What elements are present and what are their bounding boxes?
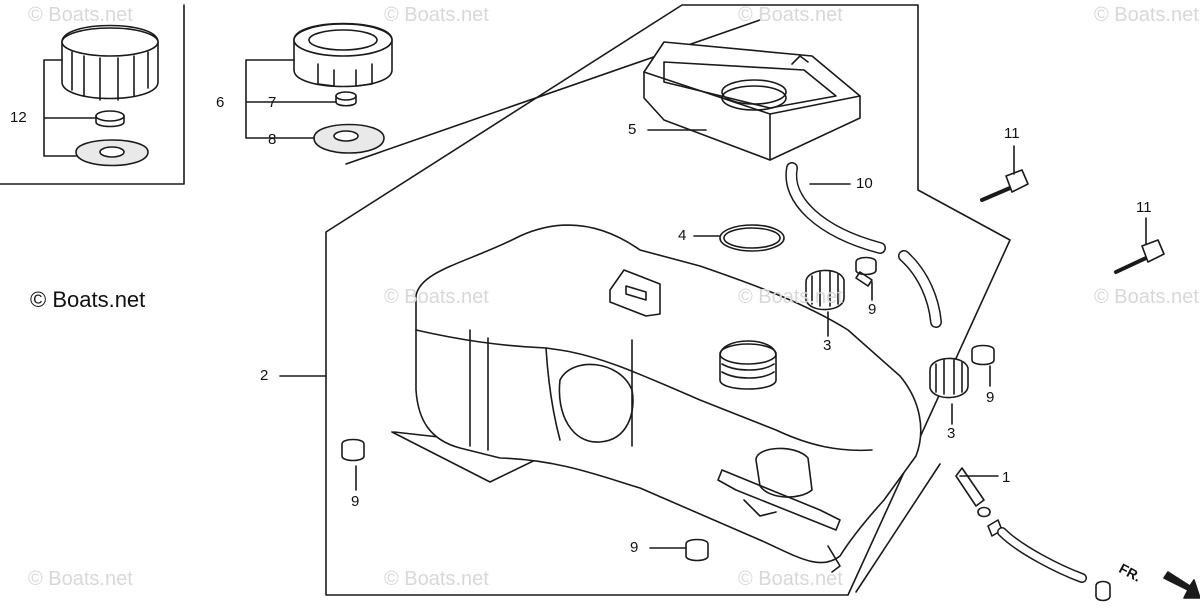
watermark: © Boats.net	[738, 286, 843, 308]
watermark: © Boats.net	[1094, 286, 1199, 308]
watermark: © Boats.net	[28, 4, 133, 26]
part-9-bolt-c	[341, 438, 365, 462]
callout-11-a: 11	[1004, 125, 1020, 142]
callout-2: 2	[260, 367, 269, 384]
assembly-boundary	[325, 4, 1011, 596]
part-3-grommet-a	[805, 269, 845, 311]
part-12-fuel-cap	[61, 24, 159, 101]
callout-9-c: 9	[351, 493, 360, 510]
part-11-bolt-a	[980, 169, 1029, 202]
watermark: © Boats.net	[738, 4, 843, 26]
part-2-fuel-tank	[415, 224, 922, 573]
callout-9-d: 9	[630, 539, 639, 556]
assembly-boundary-right	[855, 463, 941, 593]
fuel-line	[997, 527, 1111, 602]
callout-9-b: 9	[986, 389, 995, 406]
callout-3-a: 3	[823, 337, 832, 354]
callout-1: 1	[1002, 469, 1011, 486]
part-7-plug	[335, 91, 357, 107]
front-direction-arrow-icon	[1163, 571, 1200, 599]
part-12-gasket	[75, 139, 149, 167]
part-5-tank-cover	[643, 41, 861, 161]
callout-7: 7	[268, 94, 277, 111]
watermark: © Boats.net	[384, 286, 489, 308]
callout-5: 5	[628, 121, 637, 138]
copyright-notice: © Boats.net	[30, 287, 146, 312]
part-9-bolt-d	[685, 538, 709, 562]
callout-9-a: 9	[868, 301, 877, 318]
callout-11-b: 11	[1136, 199, 1152, 216]
watermark: © Boats.net	[1094, 4, 1199, 26]
callout-12: 12	[10, 109, 27, 126]
watermark: © Boats.net	[384, 568, 489, 590]
part-4-o-ring	[719, 224, 785, 252]
inset-frame	[0, 4, 185, 185]
part-11-bolt-b	[1114, 239, 1165, 274]
callout-8: 8	[268, 131, 277, 148]
watermark: © Boats.net	[738, 568, 843, 590]
callout-6: 6	[216, 94, 225, 111]
part-9-bolt-a	[855, 256, 877, 287]
callout-3-b: 3	[947, 425, 956, 442]
callout-4: 4	[678, 227, 687, 244]
bracket-6	[245, 59, 337, 139]
part-8-gasket	[313, 123, 385, 154]
watermark: © Boats.net	[28, 568, 133, 590]
watermark: © Boats.net	[384, 4, 489, 26]
part-3-grommet-b	[929, 357, 969, 399]
part-6-fuel-cap	[293, 22, 393, 88]
part-9-bolt-b	[971, 344, 995, 366]
callout-10: 10	[856, 175, 873, 192]
bracket-12	[43, 59, 97, 157]
part-1-fuel-fitting	[955, 467, 1003, 537]
part-12-plug	[95, 110, 125, 128]
part-10-breather-hose	[785, 162, 942, 328]
